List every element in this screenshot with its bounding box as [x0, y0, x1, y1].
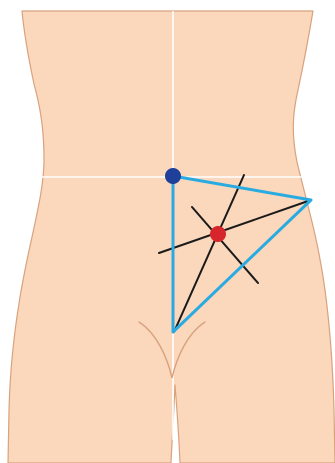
center-point: [210, 226, 226, 242]
umbilicus-dot: [165, 168, 181, 184]
